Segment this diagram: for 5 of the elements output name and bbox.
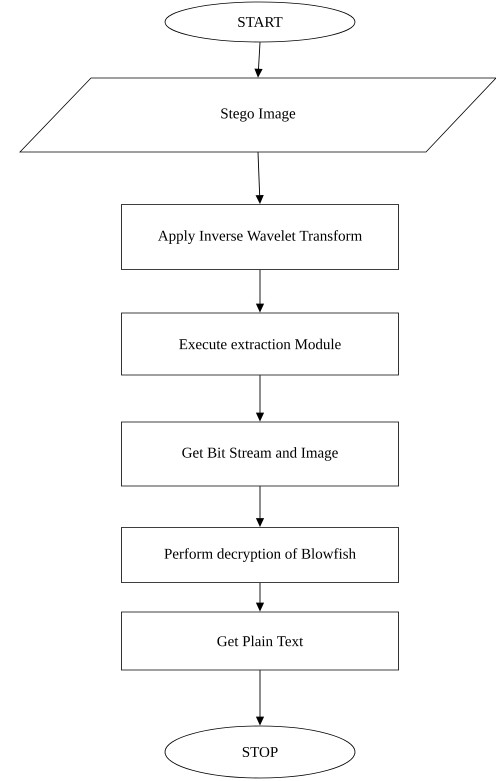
process-box: Perform decryption of Blowfish xyxy=(121,527,399,583)
process-box: Get Bit Stream and Image xyxy=(121,422,399,486)
process-box: Get Plain Text xyxy=(121,612,399,670)
process-box: Execute extraction Module xyxy=(121,312,399,376)
process-box: Apply Inverse Wavelet Transform xyxy=(121,204,399,270)
